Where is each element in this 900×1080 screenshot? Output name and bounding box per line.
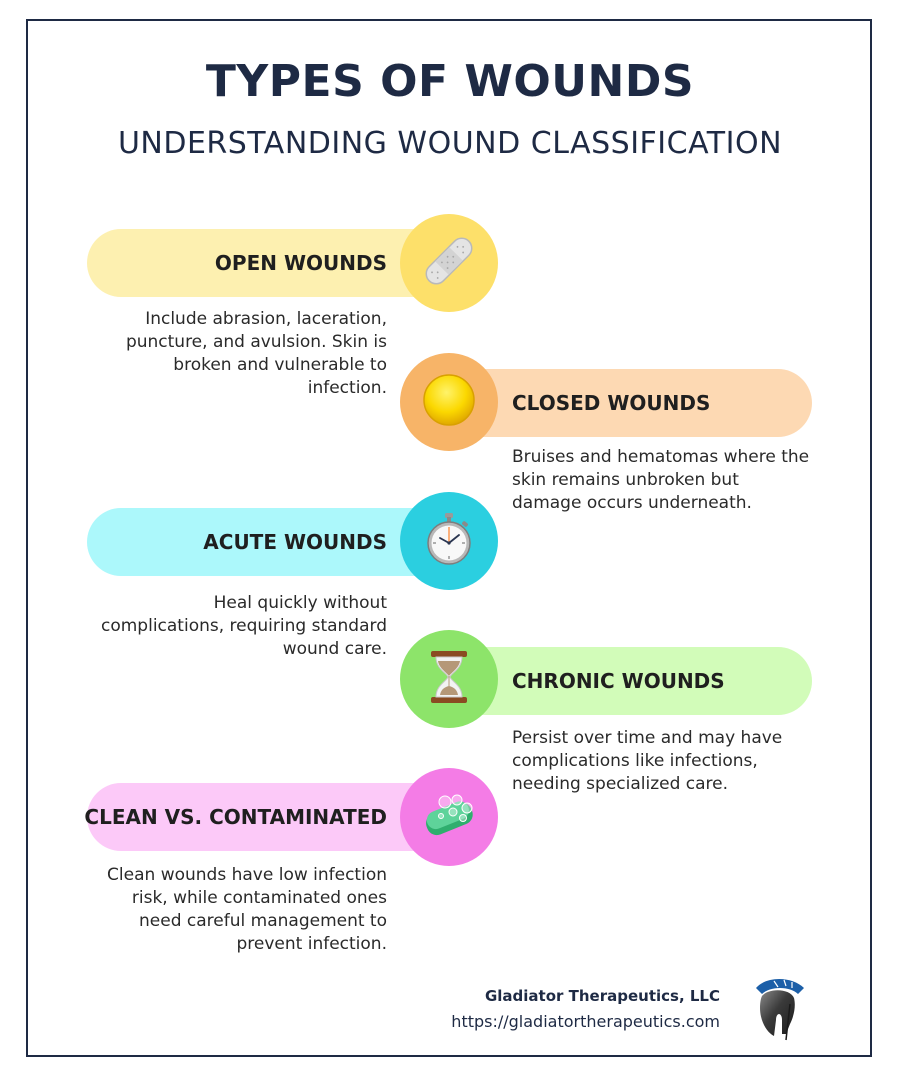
wound-type-description: Bruises and hematomas where the skin rem… (512, 447, 810, 513)
wound-type-label: CHRONIC WOUNDS (512, 669, 725, 693)
hourglass-icon (429, 649, 469, 709)
icon-badge (400, 214, 498, 312)
gladiator-helmet-logo (752, 976, 808, 1042)
page-subtitle: UNDERSTANDING WOUND CLASSIFICATION (117, 126, 783, 161)
icon-badge (400, 630, 498, 728)
company-name: Gladiator Therapeutics, LLC (484, 987, 720, 1005)
adhesive-bandage-icon (417, 229, 481, 297)
company-url-link[interactable]: https://gladiatortherapeutics.com (451, 1012, 720, 1031)
stopwatch-icon (423, 511, 475, 571)
page-title: TYPES OF WOUNDS (205, 56, 695, 107)
icon-badge (400, 768, 498, 866)
wound-type-description: Include abrasion, laceration, puncture, … (125, 309, 387, 398)
wound-type-description: Clean wounds have low infection risk, wh… (107, 865, 387, 954)
wound-type-description: Heal quickly without complications, requ… (101, 593, 387, 659)
soap-icon (419, 790, 479, 844)
wound-type-label: ACUTE WOUNDS (203, 530, 387, 554)
wound-type-description: Persist over time and may have complicat… (512, 728, 783, 794)
wound-type-label: CLOSED WOUNDS (512, 391, 711, 415)
icon-badge (400, 353, 498, 451)
wound-type-label: CLEAN VS. CONTAMINATED (84, 805, 387, 829)
icon-badge (400, 492, 498, 590)
yellow-circle-icon (422, 373, 476, 431)
wound-type-label: OPEN WOUNDS (214, 251, 387, 275)
